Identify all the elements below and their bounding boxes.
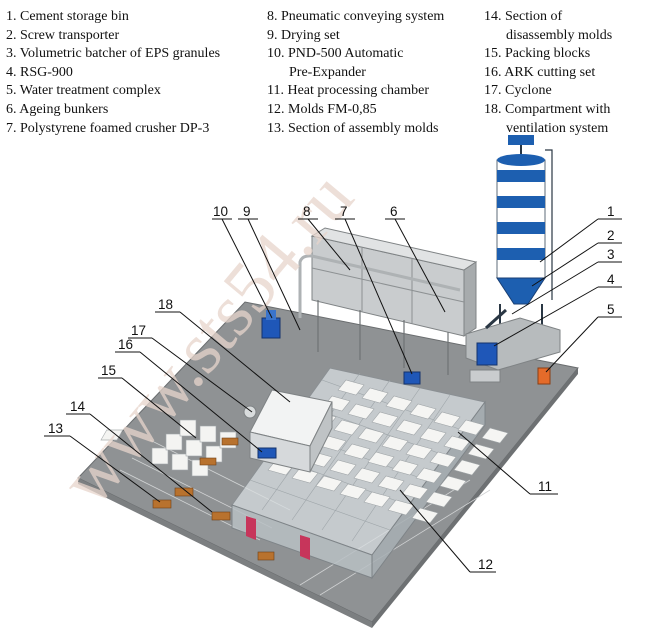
mold-block bbox=[429, 451, 457, 468]
callout-15: 15 bbox=[101, 363, 116, 378]
legend-item-14-cont: disassembly molds bbox=[506, 27, 613, 43]
floor-markings bbox=[119, 439, 491, 596]
callout-7: 7 bbox=[340, 204, 348, 219]
mold-block bbox=[415, 467, 443, 484]
callout-16: 16 bbox=[118, 337, 133, 352]
legend-column-3: 14. Section of disassembly molds 15. Pac… bbox=[484, 8, 612, 138]
callout-3: 3 bbox=[607, 247, 615, 262]
legend-item-13: 13. Section of assembly molds bbox=[267, 120, 439, 136]
mold-block bbox=[377, 475, 405, 492]
legend-item-7: 7. Polystyrene foamed crusher DP-3 bbox=[6, 120, 210, 136]
legend-item-15: 15. Packing blocks bbox=[484, 46, 591, 62]
pneumatic-pipe bbox=[298, 254, 461, 318]
legend-item-4: 4. RSG-900 bbox=[6, 64, 73, 80]
water-treatment-complex bbox=[537, 367, 551, 385]
legend-item-18-cont: ventilation system bbox=[506, 120, 609, 136]
mold-block bbox=[481, 427, 509, 444]
legend-column-1: 1. Cement storage bin 2. Screw transport… bbox=[6, 8, 220, 138]
mold-block bbox=[371, 411, 399, 428]
legend-item-9: 9. Drying set bbox=[267, 27, 340, 43]
molds-grid bbox=[100, 429, 124, 441]
legend-column-2: 8. Pneumatic conveying system 9. Drying … bbox=[267, 8, 444, 138]
mold-block bbox=[315, 475, 343, 492]
callout-13: 13 bbox=[48, 421, 63, 436]
legend-item-11: 11. Heat processing chamber bbox=[267, 83, 429, 99]
mold-block bbox=[385, 395, 413, 412]
mold-block bbox=[391, 459, 419, 476]
mold-block bbox=[409, 403, 437, 420]
callout-11: 11 bbox=[538, 479, 552, 494]
packing-block bbox=[151, 447, 169, 465]
mold-block bbox=[405, 443, 433, 460]
mixer-platform bbox=[465, 308, 561, 383]
floor-slab-edge bbox=[372, 368, 578, 628]
red-panel-left bbox=[246, 516, 256, 540]
mold-block bbox=[453, 459, 481, 476]
callout-1: 1 bbox=[607, 204, 615, 219]
mold-block bbox=[381, 435, 409, 452]
callout-10: 10 bbox=[213, 204, 228, 219]
mold-block bbox=[367, 451, 395, 468]
legend-item-8: 8. Pneumatic conveying system bbox=[267, 9, 445, 24]
legend-item-3: 3. Volumetric batcher of EPS granules bbox=[6, 46, 221, 62]
mold-block bbox=[291, 467, 319, 484]
mold-block bbox=[361, 387, 389, 404]
callout-9: 9 bbox=[243, 204, 251, 219]
mold-block bbox=[329, 459, 357, 476]
wooden-pallets bbox=[152, 437, 275, 561]
callout-8: 8 bbox=[303, 204, 311, 219]
legend-item-17: 17. Cyclone bbox=[484, 83, 552, 99]
legend-item-16: 16. ARK cutting set bbox=[484, 64, 596, 80]
legend-item-12: 12. Molds FM-0,85 bbox=[267, 101, 377, 117]
packing-block bbox=[179, 419, 197, 437]
leader-lines bbox=[44, 218, 622, 573]
mold-block bbox=[337, 379, 365, 396]
mold-block bbox=[433, 411, 461, 428]
legend-item-5: 5. Water treatment complex bbox=[6, 83, 161, 99]
cyclone bbox=[243, 405, 257, 419]
mold-block bbox=[419, 427, 447, 444]
legend-item-6: 6. Ageing bunkers bbox=[6, 101, 109, 117]
mold-block bbox=[401, 483, 429, 500]
mold-block bbox=[395, 419, 423, 436]
callout-17: 17 bbox=[131, 323, 146, 338]
red-panel-right bbox=[300, 535, 310, 560]
mold-block bbox=[439, 475, 467, 492]
callout-12: 12 bbox=[478, 557, 493, 572]
callout-4: 4 bbox=[607, 272, 615, 287]
legend-item-2: 2. Screw transporter bbox=[6, 27, 120, 43]
callout-5: 5 bbox=[607, 302, 615, 317]
mold-block bbox=[353, 467, 381, 484]
legend-item-18: 18. Compartment with bbox=[484, 101, 611, 117]
packing-block bbox=[171, 453, 189, 471]
mold-block bbox=[443, 435, 471, 452]
legend-item-10: 10. PND-500 Automatic bbox=[267, 46, 404, 62]
cement-silo bbox=[496, 135, 553, 340]
mold-block bbox=[457, 419, 485, 436]
packing-block bbox=[165, 433, 183, 451]
ventilation-compartment bbox=[249, 389, 333, 473]
crusher-dp-3 bbox=[403, 371, 421, 385]
mold-block bbox=[425, 491, 453, 508]
packing-block bbox=[199, 425, 217, 443]
mold-block bbox=[363, 491, 391, 508]
legend-item-10-cont: Pre-Expander bbox=[289, 64, 366, 80]
legend-item-1: 1. Cement storage bin bbox=[6, 9, 129, 24]
mold-block bbox=[343, 443, 371, 460]
mold-block bbox=[387, 499, 415, 516]
mold-block bbox=[357, 427, 385, 444]
callout-14: 14 bbox=[70, 399, 86, 414]
callout-6: 6 bbox=[390, 204, 398, 219]
mold-block bbox=[333, 419, 361, 436]
floor-slab-edge-left bbox=[78, 478, 372, 628]
mold-block bbox=[339, 483, 367, 500]
callout-18: 18 bbox=[158, 297, 173, 312]
callout-2: 2 bbox=[607, 228, 615, 243]
packing-block bbox=[185, 439, 203, 457]
ark-cutting-set bbox=[257, 447, 277, 459]
mold-block bbox=[347, 403, 375, 420]
legend-item-14: 14. Section of bbox=[484, 9, 563, 24]
